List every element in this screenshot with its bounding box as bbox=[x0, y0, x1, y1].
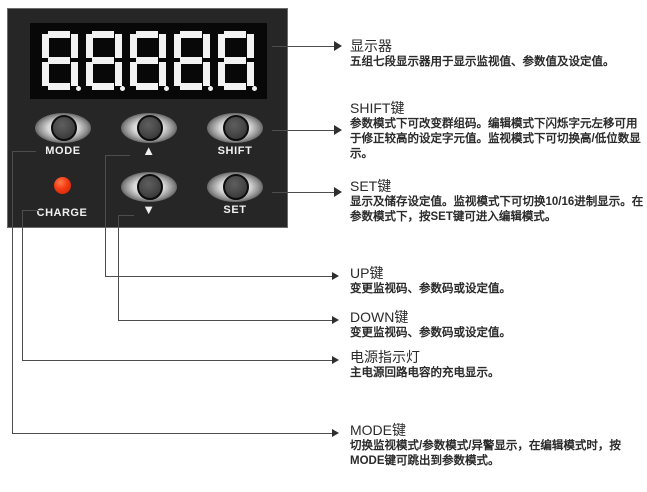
leader-set-arrowhead bbox=[334, 187, 342, 197]
mode-button-label: MODE bbox=[45, 145, 81, 157]
callout-display: 显示器 五组七段显示器用于显示监视值、参数值及设定值。 bbox=[350, 38, 647, 70]
set-button-label: SET bbox=[223, 204, 247, 216]
down-button[interactable]: ▼ bbox=[121, 172, 177, 216]
up-button[interactable]: ▲ bbox=[121, 113, 177, 157]
leader-up-hook bbox=[105, 155, 130, 156]
charge-led-icon bbox=[54, 177, 71, 194]
callout-up: UP键 变更监视码、参数码或设定值。 bbox=[350, 265, 647, 297]
display-digit bbox=[85, 31, 125, 91]
callout-set-title: SET键 bbox=[350, 178, 392, 194]
leader-mode-hook bbox=[12, 151, 36, 152]
leader-down-hook bbox=[118, 215, 134, 216]
leader-display bbox=[272, 46, 334, 47]
leader-down-run bbox=[118, 320, 336, 321]
leader-mode-arrowhead bbox=[332, 429, 339, 437]
mode-button[interactable]: MODE bbox=[35, 113, 91, 157]
display-digit bbox=[217, 31, 257, 91]
leader-mode-run bbox=[12, 433, 336, 434]
down-arrow-icon: ▼ bbox=[142, 202, 156, 217]
callout-shift: SHIFT键 参数模式下可改变群组码。编辑模式下闪烁字元左移可用于修正较高的设定… bbox=[350, 100, 647, 162]
mode-button-cap bbox=[51, 115, 77, 141]
callout-display-body: 五组七段显示器用于显示监视值、参数值及设定值。 bbox=[350, 56, 615, 68]
leader-set bbox=[272, 192, 334, 193]
leader-mode-drop bbox=[12, 151, 13, 433]
leader-up-run bbox=[105, 276, 336, 277]
callout-set-body: 显示及储存设定值。监视模式下可切换10/16进制显示。在参数模式下，按SET键可… bbox=[350, 196, 644, 223]
callout-shift-body: 参数模式下可改变群组码。编辑模式下闪烁字元左移可用于修正较高的设定字元值。监视模… bbox=[350, 118, 641, 160]
shift-button[interactable]: SHIFT bbox=[207, 113, 263, 157]
display-digit bbox=[129, 31, 169, 91]
callout-mode-title: MODE键 bbox=[350, 422, 406, 438]
callout-mode: MODE键 切换监视模式/参数模式/异警显示，在编辑模式时，按MODE键可跳出到… bbox=[350, 422, 647, 469]
callout-charge-title: 电源指示灯 bbox=[350, 349, 420, 365]
seven-segment-display bbox=[30, 23, 267, 99]
callout-set: SET键 显示及储存设定值。监视模式下可切换10/16进制显示。在参数模式下，按… bbox=[350, 178, 647, 225]
operator-panel: MODE ▲ SHIFT ▼ SET bbox=[7, 8, 288, 228]
shift-button-cap bbox=[223, 115, 249, 141]
leader-display-arrowhead bbox=[334, 41, 342, 51]
leader-down-arrowhead bbox=[332, 316, 339, 324]
leader-shift-arrowhead bbox=[334, 125, 342, 135]
display-digit bbox=[41, 31, 81, 91]
leader-up-drop bbox=[105, 155, 106, 276]
callout-down: DOWN键 变更监视码、参数码或设定值。 bbox=[350, 309, 647, 341]
display-digit bbox=[173, 31, 213, 91]
charge-led-label: CHARGE bbox=[36, 207, 88, 219]
set-button[interactable]: SET bbox=[207, 172, 263, 216]
leader-up-arrowhead bbox=[332, 272, 339, 280]
shift-button-label: SHIFT bbox=[217, 145, 253, 157]
panel-face: MODE ▲ SHIFT ▼ SET bbox=[8, 9, 287, 227]
callout-up-title: UP键 bbox=[350, 265, 384, 281]
callout-charge: 电源指示灯 主电源回路电容的充电显示。 bbox=[350, 349, 647, 381]
down-button-cap bbox=[137, 174, 163, 200]
leader-charge-run bbox=[22, 360, 336, 361]
leader-charge-arrowhead bbox=[332, 356, 339, 364]
set-button-cap bbox=[223, 174, 249, 200]
leader-charge-drop bbox=[22, 210, 23, 360]
leader-down-drop bbox=[118, 215, 119, 320]
callout-down-title: DOWN键 bbox=[350, 309, 409, 325]
callout-charge-body: 主电源回路电容的充电显示。 bbox=[350, 367, 500, 379]
leader-shift bbox=[272, 130, 334, 131]
up-button-cap bbox=[137, 115, 163, 141]
callout-shift-title: SHIFT键 bbox=[350, 100, 405, 116]
callout-up-body: 变更监视码、参数码或设定值。 bbox=[350, 283, 511, 295]
callout-down-body: 变更监视码、参数码或设定值。 bbox=[350, 327, 511, 339]
callout-display-title: 显示器 bbox=[350, 38, 392, 54]
leader-charge-hook bbox=[22, 210, 44, 211]
up-arrow-icon: ▲ bbox=[142, 143, 156, 158]
callout-mode-body: 切换监视模式/参数模式/异警显示，在编辑模式时，按MODE键可跳出到参数模式。 bbox=[350, 440, 621, 467]
